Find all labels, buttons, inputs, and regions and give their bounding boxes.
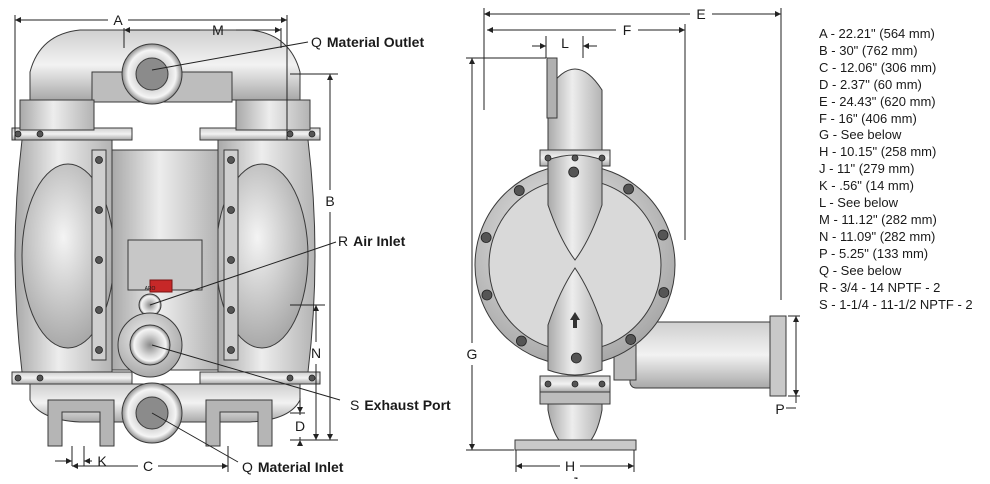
bolt-icon — [571, 154, 579, 162]
dim-letter-h: H — [565, 458, 575, 474]
callout-material-inlet-text: Material Inlet — [258, 459, 344, 475]
bolt-icon — [227, 206, 235, 214]
bolt-icon — [95, 256, 103, 264]
dim-letter-k: K — [97, 453, 107, 469]
pump-front-view — [11, 29, 321, 447]
bolt-icon — [227, 346, 235, 354]
callout-material-inlet: Q Material Inlet — [242, 459, 344, 475]
dim-letter-m: M — [212, 22, 224, 38]
bolt-icon — [95, 156, 103, 164]
dim-letter-l: L — [561, 35, 569, 51]
bolt-icon — [308, 130, 316, 138]
callout-air-inlet-text: Air Inlet — [353, 233, 405, 249]
dim-letter-n: N — [311, 345, 321, 361]
bolt-icon — [308, 374, 316, 382]
front-bolt-group — [14, 130, 316, 382]
bolt-icon — [598, 154, 606, 162]
bolt-icon — [544, 380, 552, 388]
bolt-icon — [286, 130, 294, 138]
bolt-icon — [571, 380, 579, 388]
legend-item: C - 12.06" (306 mm) — [819, 59, 937, 75]
bolt-icon — [625, 334, 637, 345]
pump-side-view — [474, 57, 787, 451]
legend-item: J - 11" (279 mm) — [819, 161, 915, 177]
bolt-icon — [95, 346, 103, 354]
dim-letter-p: P — [775, 401, 784, 417]
legend-item: F - 16" (406 mm) — [819, 110, 917, 126]
bolt-icon — [36, 374, 44, 382]
bolt-icon — [568, 166, 580, 178]
bolt-icon — [14, 374, 22, 382]
callout-material-outlet-text: Material Outlet — [327, 34, 425, 50]
dim-letter-g: G — [467, 346, 478, 362]
bolt-icon — [95, 306, 103, 314]
dim-letter-j: J — [572, 474, 579, 479]
dim-letter-b: B — [325, 193, 334, 209]
dim-letter-c: C — [143, 458, 153, 474]
legend-item: H - 10.15" (258 mm) — [819, 144, 937, 160]
bolt-icon — [481, 289, 493, 301]
dimension-legend: A - 22.21" (564 mm) B - 30" (762 mm) C -… — [819, 26, 989, 313]
side-bolt-group — [480, 154, 670, 388]
dimension-arrowheads — [15, 11, 799, 469]
callout-exhaust-port-text: Exhaust Port — [364, 397, 451, 413]
callout-material-inlet-letter: Q — [242, 459, 253, 475]
bolt-icon — [516, 335, 527, 347]
legend-item: L - See below — [819, 195, 899, 211]
legend-item: K - .56" (14 mm) — [819, 178, 914, 194]
legend-item: M - 11.12" (282 mm) — [819, 211, 937, 227]
callout-air-inlet-letter: R — [338, 233, 348, 249]
bolt-icon — [598, 380, 606, 388]
legend-item: E - 24.43" (620 mm) — [819, 93, 936, 109]
dimension-lines — [14, 8, 800, 472]
bolt-icon — [227, 156, 235, 164]
bolt-icon — [227, 306, 235, 314]
legend-item: Q - See below — [819, 262, 902, 278]
bolt-icon — [623, 183, 634, 195]
legend-item: G - See below — [819, 127, 902, 143]
dim-letter-a: A — [113, 12, 123, 28]
dim-letter-d: D — [295, 418, 305, 434]
legend-item: P - 5.25" (133 mm) — [819, 245, 929, 261]
bolt-icon — [480, 232, 492, 243]
bolt-icon — [286, 374, 294, 382]
dim-letter-f: F — [623, 22, 632, 38]
legend-item: N - 11.09" (282 mm) — [819, 228, 936, 244]
bolt-icon — [657, 229, 669, 241]
bolt-icon — [544, 154, 552, 162]
bolt-icon — [95, 206, 103, 214]
legend-item: D - 2.37" (60 mm) — [819, 76, 922, 92]
bolt-icon — [658, 287, 670, 298]
legend-item: B - 30" (762 mm) — [819, 42, 918, 58]
callout-exhaust-port: S Exhaust Port — [350, 397, 451, 413]
flow-arrow-icon — [570, 312, 580, 328]
bolt-icon — [513, 185, 525, 196]
aro-badge-label: ARO — [145, 286, 156, 292]
callout-exhaust-port-letter: S — [350, 397, 359, 413]
callout-air-inlet: R Air Inlet — [338, 233, 406, 249]
legend-item: A - 22.21" (564 mm) — [819, 26, 935, 41]
bolt-icon — [36, 130, 44, 138]
bolt-icon — [227, 256, 235, 264]
callout-material-outlet: Q Material Outlet — [311, 34, 424, 50]
legend-item: S - 1-1/4 - 11-1/2 NPTF - 2 — [819, 296, 973, 312]
bolt-icon — [570, 352, 582, 364]
bolt-icon — [14, 130, 22, 138]
dim-letter-e: E — [696, 6, 705, 22]
callout-material-outlet-letter: Q — [311, 34, 322, 50]
legend-item: R - 3/4 - 14 NPTF - 2 — [819, 279, 941, 295]
